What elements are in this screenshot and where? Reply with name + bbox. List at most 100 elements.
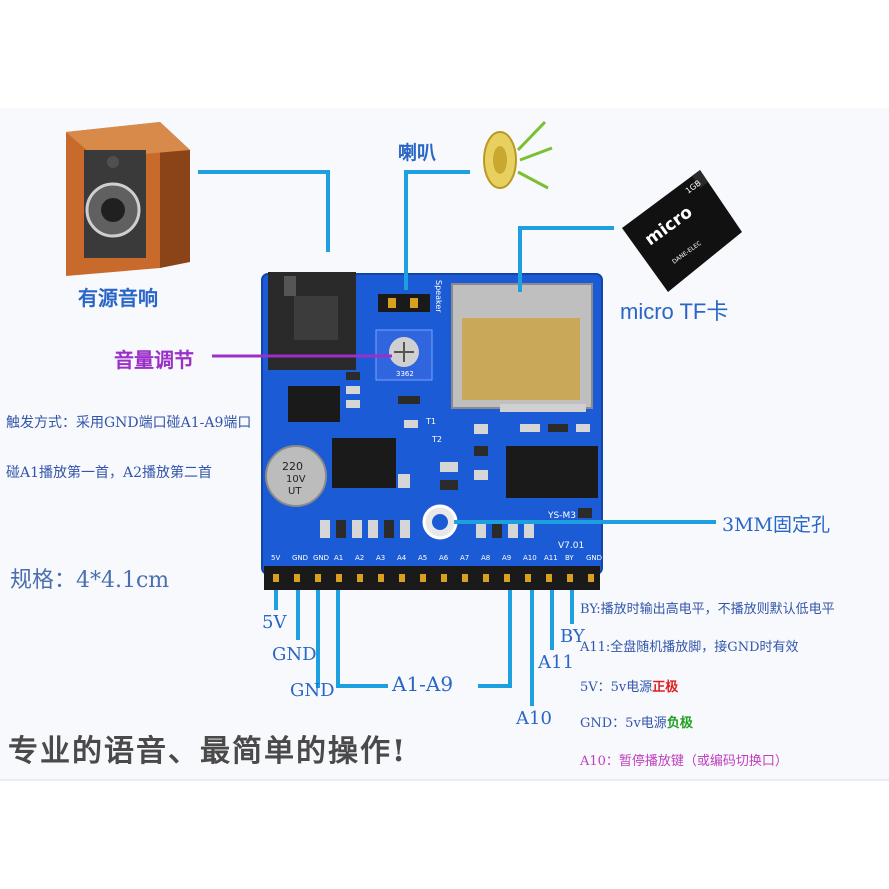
callout-a11: A11	[538, 652, 574, 673]
wire-a1	[336, 590, 388, 688]
wire-speaker	[404, 170, 470, 290]
smd-component	[384, 520, 394, 538]
pin-label-a3-5: A3	[376, 554, 385, 562]
pin-label-a4-6: A4	[397, 554, 407, 562]
pin-label-5v-0: 5V	[271, 554, 280, 562]
callout-by: BY	[560, 626, 585, 647]
electrolytic-capacitor	[265, 445, 327, 507]
note-by: BY:播放时输出高电平，不播放则默认低电平	[580, 602, 835, 617]
note-gnd-emph: 负极	[666, 716, 693, 731]
smd-component	[346, 400, 360, 408]
flash-ic	[506, 446, 598, 498]
callout-5v: 5V	[262, 612, 287, 633]
pin-4	[357, 574, 363, 582]
active-speaker-image	[66, 122, 190, 276]
smd-component	[508, 520, 518, 538]
callout-a1-a9: A1-A9	[392, 672, 454, 696]
pin-label-a2-4: A2	[355, 554, 364, 562]
t1-label: T1	[425, 417, 436, 426]
speaker-header	[378, 294, 430, 312]
trigger-note-2: 碰A1播放第一首，A2播放第二首	[6, 465, 213, 481]
pin-9	[462, 574, 468, 582]
board-version: V7.01	[558, 541, 584, 551]
pin-label-a5-7: A5	[418, 554, 427, 562]
pin-label-by-14: BY	[565, 554, 574, 562]
callout-a10: A10	[516, 708, 552, 729]
pin-6	[399, 574, 405, 582]
smd-component	[492, 520, 502, 538]
amp-ic	[288, 386, 340, 422]
wire-active-speaker	[198, 170, 330, 252]
cap-text-2: 10V	[286, 474, 306, 485]
cap-text-3: UT	[288, 486, 302, 497]
pin-label-a8-10: A8	[481, 554, 490, 562]
pin-7	[420, 574, 426, 582]
pin-10	[483, 574, 489, 582]
volume-label: 音量调节	[114, 348, 194, 372]
smd-component	[524, 520, 534, 538]
smd-component	[548, 424, 568, 432]
pin-3	[336, 574, 342, 582]
pin-label-gnd-15: GND	[586, 554, 602, 562]
pin-15	[588, 574, 594, 582]
pin-label-a7-9: A7	[460, 554, 469, 562]
slogan: 专业的语音、最简单的操作!	[8, 734, 408, 769]
smd-component	[404, 420, 418, 428]
smd-component	[440, 462, 458, 472]
smd-component	[346, 386, 360, 394]
smd-component	[400, 520, 410, 538]
pin-label-a10-12: A10	[523, 554, 537, 562]
speaker-label: 喇叭	[398, 142, 437, 164]
smd-component	[440, 480, 458, 490]
note-a10: A10：暂停播放键（或编码切换口）	[580, 754, 788, 769]
smd-component	[320, 520, 330, 538]
board-model: YS-M3	[547, 511, 576, 521]
mount-hole-label: 3MM固定孔	[722, 514, 830, 536]
pin-2	[315, 574, 321, 582]
pcb-board: Speaker 3362 220 10V UT T1 T2 YS-M3 V7.0…	[261, 272, 603, 590]
note-5v-prefix: 5V：5v电源	[580, 680, 653, 695]
smd-component	[346, 372, 360, 380]
smd-component	[352, 520, 362, 538]
smd-component	[578, 508, 592, 518]
smd-component	[520, 424, 540, 432]
note-a11: A11:全盘随机播放脚，接GND时有效	[580, 640, 799, 655]
callout-gnd-2: GND	[290, 680, 335, 701]
pin-5	[378, 574, 384, 582]
micro-sd-card-image: 1GB micro DANE-ELEC	[622, 170, 742, 292]
callout-wires	[198, 170, 716, 706]
note-5v: 5V：5v电源正极	[580, 676, 678, 695]
note-gnd-prefix: GND：5v电源	[580, 716, 667, 731]
callout-gnd-1: GND	[272, 644, 317, 665]
pin-label-a1-3: A1	[334, 554, 343, 562]
trigger-note-1: 触发方式：采用GND端口碰A1-A9端口	[6, 415, 252, 431]
smd-component	[336, 520, 346, 538]
smd-component	[576, 424, 590, 432]
pin-12	[525, 574, 531, 582]
spec-label: 规格：4*4.1cm	[10, 568, 170, 593]
pin-1	[294, 574, 300, 582]
smd-component	[398, 474, 410, 488]
pin-13	[546, 574, 552, 582]
pin-0	[273, 574, 279, 582]
main-ic	[332, 438, 396, 488]
pin-label-gnd-1: GND	[292, 554, 308, 562]
speaker-horn-image	[483, 120, 553, 190]
smd-component	[474, 424, 488, 434]
wire-a9	[478, 590, 512, 688]
pot-code: 3362	[396, 370, 414, 378]
micro-tf-label: micro TF卡	[620, 299, 729, 324]
smd-component	[398, 396, 420, 404]
pin-14	[567, 574, 573, 582]
pin-8	[441, 574, 447, 582]
note-5v-emph: 正极	[652, 680, 679, 695]
pin-11	[504, 574, 510, 582]
pin-label-a9-11: A9	[502, 554, 511, 562]
smd-component	[474, 446, 488, 456]
speaker-silk: Speaker	[434, 280, 443, 313]
note-gnd: GND：5v电源负极	[580, 712, 693, 731]
pin-label-a6-8: A6	[439, 554, 449, 562]
wire-micro-tf	[518, 226, 614, 292]
t2-label: T2	[431, 435, 442, 444]
